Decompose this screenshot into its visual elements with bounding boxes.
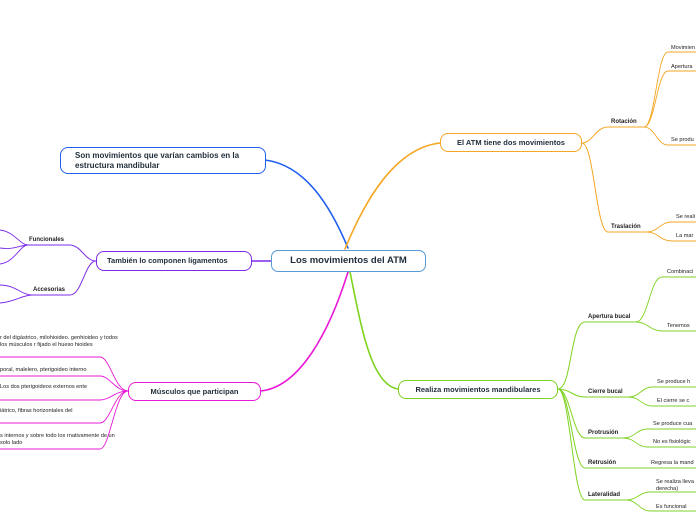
link-rotacion — [581, 126, 645, 144]
subtopic-protrusion[interactable]: Protrusión — [588, 430, 619, 436]
link-musc-4 — [0, 390, 129, 424]
link-musc-5 — [0, 390, 129, 450]
link-musc-3 — [0, 390, 129, 401]
link-central-musculos — [259, 271, 349, 392]
central-topic[interactable]: Los movimientos del ATM — [271, 250, 426, 272]
cierre-item-2[interactable]: El cierre se c — [657, 398, 690, 404]
topic-dos-movimientos[interactable]: El ATM tiene dos movimientos — [440, 133, 582, 152]
link-rot-2 — [643, 70, 696, 128]
topic-musculos-label: Músculos que participan — [150, 386, 239, 396]
link-acc-2 — [0, 294, 33, 304]
link-lateralidad — [557, 388, 627, 501]
retrusion-item-1[interactable]: Regresa la mand — [651, 460, 694, 466]
rotacion-item-2[interactable]: Apertura — [671, 64, 693, 70]
link-central-mandibulares — [349, 271, 399, 390]
link-rot-3 — [643, 126, 696, 146]
topic-mandibulares[interactable]: Realiza movimientos mandibulares — [398, 380, 558, 399]
link-rot-1 — [643, 51, 696, 128]
central-topic-label: Los movimientos del ATM — [290, 255, 407, 266]
musculo-item-2[interactable]: poral, malelero, pterigoideo interno — [0, 367, 87, 373]
subtopic-accesorias[interactable]: Accesorias — [33, 287, 66, 293]
protrusion-item-1[interactable]: Se produce cua — [653, 421, 693, 427]
link-ci-2 — [627, 396, 696, 407]
link-musc-2 — [0, 375, 129, 392]
topic-varian-label: Son movimientos que varían cambios en la… — [75, 150, 240, 170]
subtopic-retrusion[interactable]: Retrusión — [588, 460, 617, 466]
protrusion-item-2[interactable]: No es fisiológic — [653, 439, 691, 445]
cierre-item-1[interactable]: Se produce h — [657, 379, 691, 385]
subtopic-traslacion[interactable]: Traslación — [611, 224, 641, 230]
apertura-item-1[interactable]: Combinaci — [667, 269, 694, 275]
topic-musculos[interactable]: Músculos que participan — [128, 382, 261, 401]
subtopic-rotacion[interactable]: Rotación — [611, 119, 637, 125]
link-ap-1 — [635, 276, 696, 323]
link-tras-2 — [646, 231, 696, 242]
link-tras-1 — [646, 221, 696, 233]
musculo-item-4[interactable]: iátrico, fibras horizontales del — [0, 408, 73, 414]
traslacion-item-1[interactable]: Se reali — [676, 214, 695, 220]
rotacion-item-3[interactable]: Se produ — [671, 137, 694, 143]
link-accesorias — [31, 260, 97, 296]
link-func-1 — [0, 229, 29, 246]
subtopic-apertura-bucal[interactable]: Apertura bucal — [588, 314, 631, 320]
link-la-2 — [625, 499, 696, 512]
link-funcionales — [27, 244, 97, 262]
subtopic-lateralidad[interactable]: Lateralidad — [588, 492, 621, 498]
link-protrusion — [557, 388, 624, 439]
topic-ligamentos-label: También lo componen ligamentos — [107, 256, 228, 265]
subtopic-funcionales[interactable]: Funcionales — [29, 237, 65, 243]
link-central-varian — [264, 159, 349, 249]
traslacion-item-2[interactable]: La mar — [676, 233, 694, 239]
link-apertura — [557, 321, 637, 390]
musculo-item-5[interactable]: s internos y sobre todo los rnativamente… — [0, 433, 115, 446]
link-ap-2 — [635, 321, 696, 332]
topic-mandibulares-label: Realiza movimientos mandibulares — [415, 384, 541, 394]
musculo-item-1[interactable]: r del digástrico, milohioideo. genhioide… — [0, 335, 118, 348]
link-acc-1 — [0, 284, 33, 296]
link-traslacion — [581, 142, 648, 233]
rotacion-item-1[interactable]: Movimien — [671, 45, 695, 51]
link-func-3 — [0, 244, 29, 265]
link-la-1 — [625, 491, 696, 501]
link-musc-1 — [0, 356, 129, 392]
subtopic-cierre-bucal[interactable]: Cierre bucal — [588, 389, 623, 395]
link-ci-1 — [627, 386, 696, 398]
topic-dos-movimientos-label: El ATM tiene dos movimientos — [457, 137, 565, 147]
link-pr-1 — [622, 428, 696, 439]
topic-ligamentos[interactable]: También lo componen ligamentos — [96, 251, 252, 271]
link-cierre — [557, 388, 629, 398]
lateralidad-item-1[interactable]: Se realiza lleva derecha) — [656, 479, 694, 492]
apertura-item-2[interactable]: Tenemos — [667, 323, 690, 329]
lateralidad-item-2[interactable]: Es funcional — [656, 504, 687, 510]
link-pr-2 — [622, 437, 696, 448]
link-central-dos — [344, 142, 441, 250]
musculo-item-3[interactable]: Los dos pterigoideos externos ente — [0, 384, 88, 390]
topic-varian-cambios[interactable]: Son movimientos que varían cambios en la… — [60, 147, 266, 174]
